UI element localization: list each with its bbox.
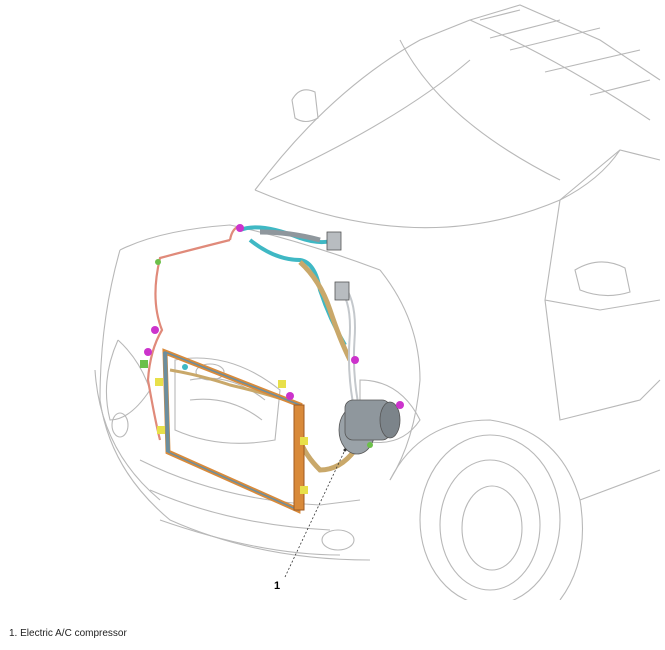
vehicle-outline (94, 4, 661, 600)
ac-lines (146, 224, 359, 473)
callout-number: 1 (274, 580, 281, 592)
condenser (162, 348, 305, 514)
hose-teal (248, 238, 347, 347)
connectors (140, 224, 404, 494)
hose-grey (259, 229, 321, 243)
connector (334, 281, 350, 301)
hose-tan (298, 260, 353, 362)
legend-item: 1. Electric A/C compressor (9, 628, 127, 639)
legend: 1. Electric A/C compressor (9, 628, 127, 639)
ac-system-diagram (94, 4, 661, 600)
wiring-harness (146, 238, 231, 441)
compressor (338, 399, 401, 455)
callout-leader (284, 449, 346, 578)
callout-leader-tip (343, 448, 347, 452)
connector (326, 231, 342, 251)
